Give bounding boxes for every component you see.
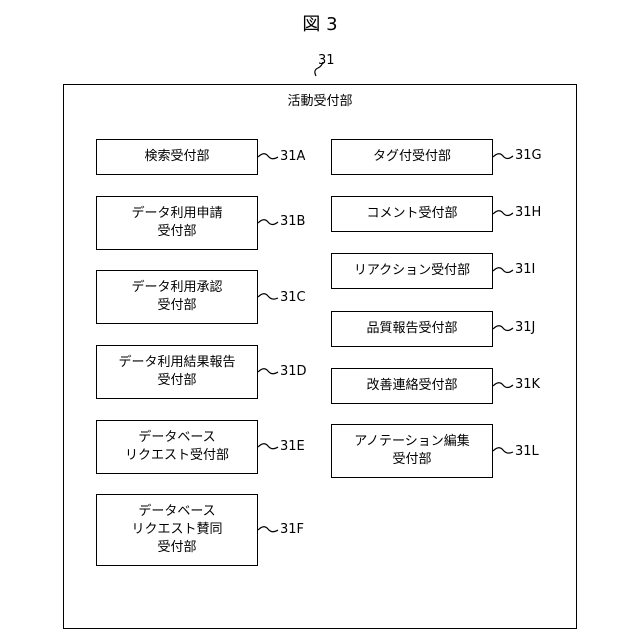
ref-label-31k: 31K [515, 378, 540, 392]
data-use-approval-reception-box: データ利用承認 受付部 [96, 270, 258, 324]
search-reception-box: 検索受付部 [96, 139, 258, 175]
ref-label-31h: 31H [515, 206, 541, 220]
ref-label-31i: 31I [515, 263, 535, 277]
ref-label-31d: 31D [280, 365, 307, 379]
database-request-support-reception-box: データベース リクエスト賛同 受付部 [96, 494, 258, 566]
ref-label-31f: 31F [280, 523, 304, 537]
ref-label-31b: 31B [280, 215, 305, 229]
activity-reception-unit-label: 活動受付部 [0, 90, 640, 109]
database-request-reception-box: データベース リクエスト受付部 [96, 420, 258, 474]
ref-label-31l: 31L [515, 445, 539, 459]
reaction-reception-box: リアクション受付部 [331, 253, 493, 289]
annotation-edit-reception-box: アノテーション編集 受付部 [331, 424, 493, 478]
tagging-reception-box: タグ付受付部 [331, 139, 493, 175]
data-use-result-report-reception-box: データ利用結果報告 受付部 [96, 345, 258, 399]
ref-label-31c: 31C [280, 291, 306, 305]
improvement-contact-reception-box: 改善連絡受付部 [331, 368, 493, 404]
ref-label-31j: 31J [515, 321, 535, 335]
figure-title: 図 3 [0, 10, 640, 36]
quality-report-reception-box: 品質報告受付部 [331, 311, 493, 347]
ref-label-31a: 31A [280, 150, 305, 164]
comment-reception-box: コメント受付部 [331, 196, 493, 232]
data-use-application-reception-box: データ利用申請 受付部 [96, 196, 258, 250]
ref-label-31e: 31E [280, 440, 305, 454]
outer-ref-label: 31 [318, 54, 335, 68]
ref-label-31g: 31G [515, 149, 542, 163]
